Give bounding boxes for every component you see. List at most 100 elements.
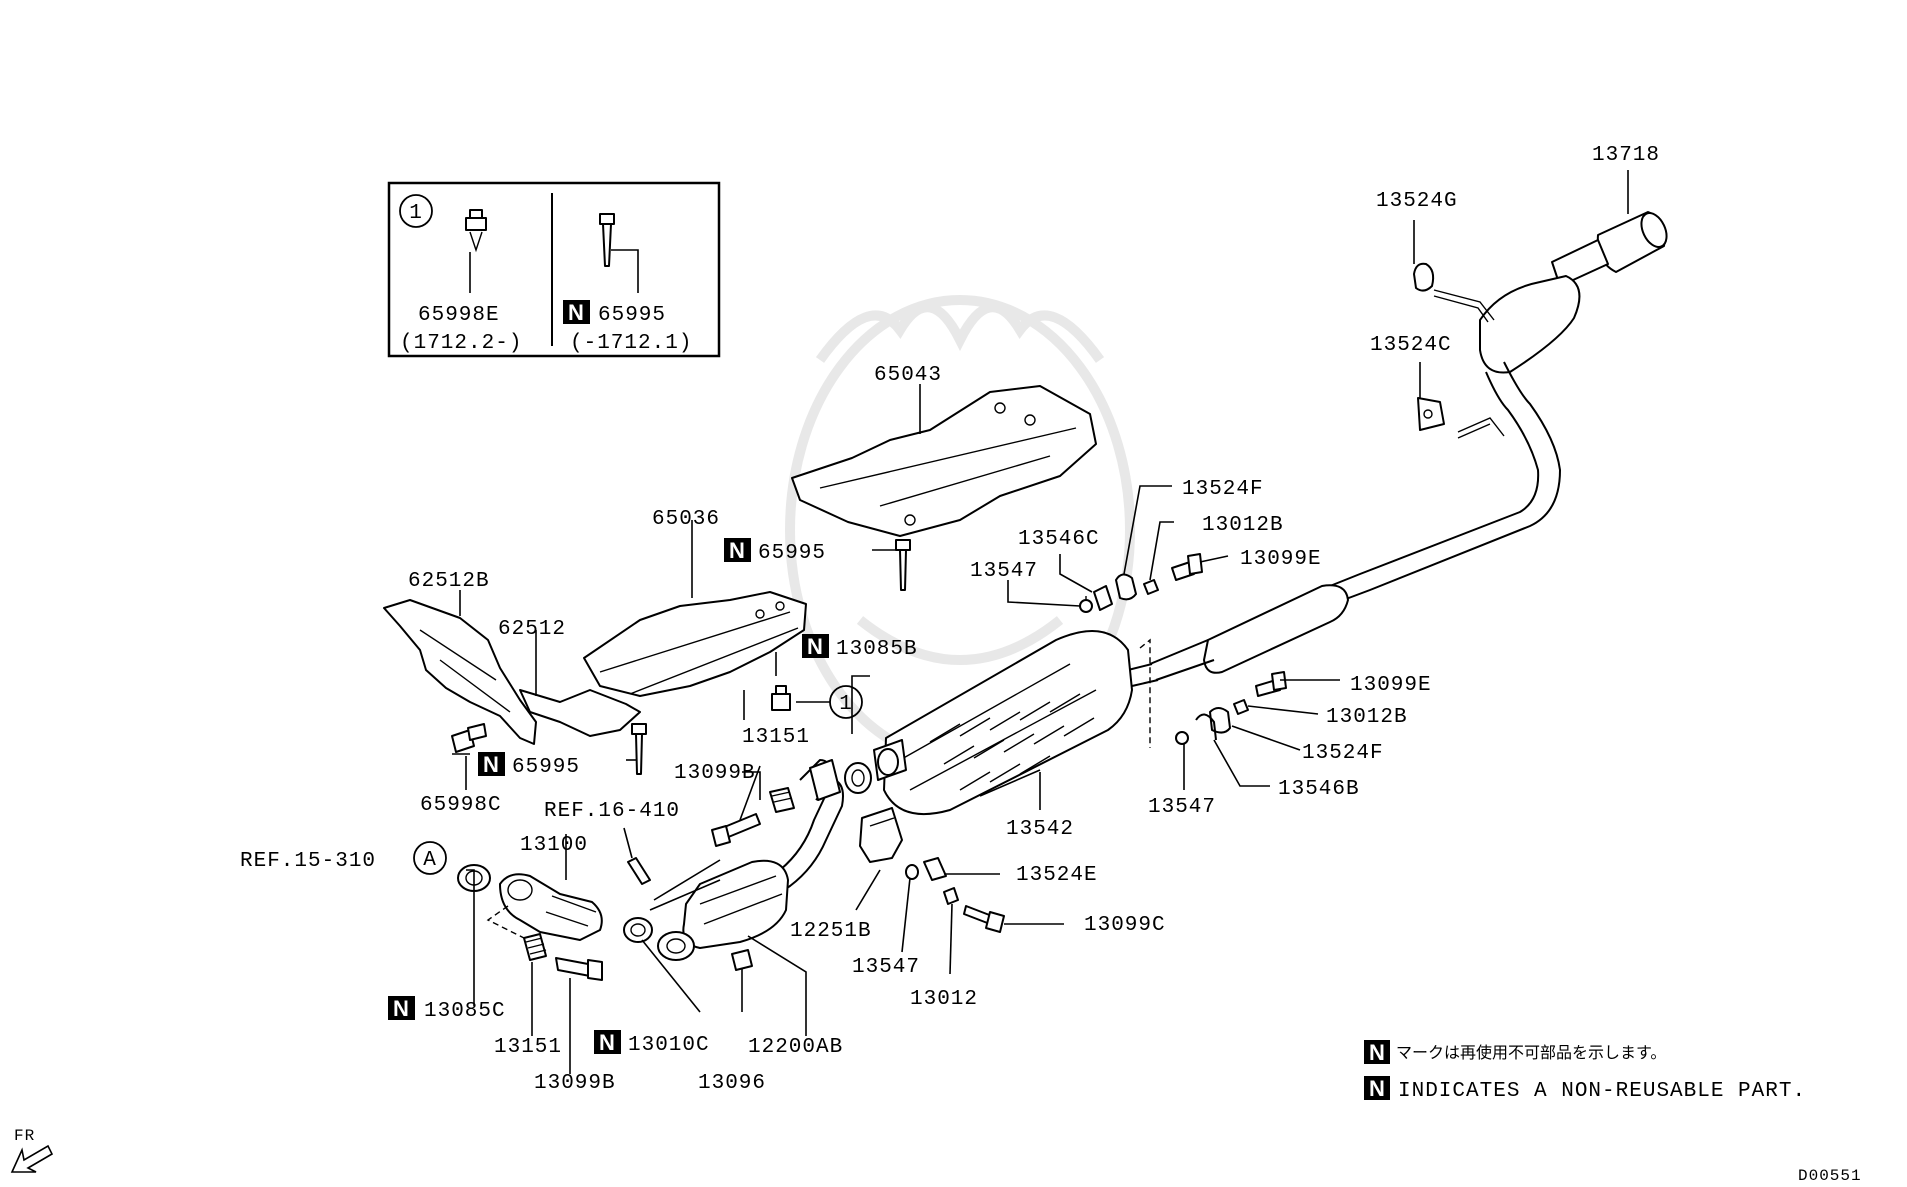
label-65043: 65043 xyxy=(874,364,942,387)
bolt-65998C xyxy=(451,723,487,753)
spring-13012B-top xyxy=(1143,579,1159,595)
washer-13547-mid xyxy=(905,864,919,880)
label-13151-top: 13151 xyxy=(742,726,810,749)
svg-text:N: N xyxy=(729,538,745,563)
legend: N マークは再使用不可部品を示します。 N INDICATES A NON-RE… xyxy=(1364,1040,1806,1103)
label-13547-top: 13547 xyxy=(970,560,1038,583)
inset-box: 1 65998E (1712.2-) N 65995 (-1712.1) xyxy=(387,181,721,358)
label-13085C: 13085C xyxy=(424,1000,506,1023)
label-13096: 13096 xyxy=(698,1072,766,1095)
svg-text:N: N xyxy=(483,752,499,777)
svg-text:N: N xyxy=(599,1030,615,1055)
label-13524E: 13524E xyxy=(1016,864,1098,887)
front-arrow-icon xyxy=(10,1144,54,1173)
heat-shield-12251B xyxy=(859,807,903,863)
label-13100: 13100 xyxy=(520,834,588,857)
hanger-13524E xyxy=(923,857,947,881)
svg-text:A: A xyxy=(423,849,437,872)
bolt-13099B-bot xyxy=(555,957,603,981)
spring-13151-bot xyxy=(523,933,547,961)
label-13012B-top: 13012B xyxy=(1202,514,1284,537)
inset-left-range: (1712.2-) xyxy=(400,332,522,355)
n-badge-13085B: N xyxy=(802,634,829,659)
heat-shield-65043 xyxy=(791,385,1097,537)
bolt-13099E-top xyxy=(1171,553,1203,581)
front-indicator: FR xyxy=(10,1127,54,1173)
label-13099E-top: 13099E xyxy=(1240,548,1322,571)
gasket-13085B xyxy=(844,762,872,794)
leader-lines xyxy=(452,170,1629,1074)
label-13547-right: 13547 xyxy=(1148,796,1216,819)
inset-right-range: (-1712.1) xyxy=(570,332,692,355)
n-badge-65995-mid: N xyxy=(724,538,751,563)
svg-text:N: N xyxy=(1369,1040,1385,1065)
washer-13547-top xyxy=(1079,599,1093,613)
label-ref-15-310: REF.15-310 xyxy=(240,850,376,873)
heat-shield-62512 xyxy=(519,689,641,737)
o2-sensor-ref xyxy=(627,857,651,885)
label-13524F-top: 13524F xyxy=(1182,478,1264,501)
label-13151-bot: 13151 xyxy=(494,1036,562,1059)
bracket-13546B xyxy=(1195,713,1217,741)
label-12251B: 12251B xyxy=(790,920,872,943)
flange-bolt-mid xyxy=(771,685,791,711)
legend-n-badge-en xyxy=(1364,1076,1390,1100)
long-bolt-icon xyxy=(599,213,615,267)
label-13546B: 13546B xyxy=(1278,778,1360,801)
label-13542: 13542 xyxy=(1006,818,1074,841)
fr-label: FR xyxy=(14,1127,35,1145)
label-13524G: 13524G xyxy=(1376,190,1458,213)
manifold-pipe-13100 xyxy=(499,873,603,941)
n-badge-13010C: N xyxy=(594,1030,621,1055)
legend-jp-text: マークは再使用不可部品を示します。 xyxy=(1396,1043,1666,1062)
n-badge-13085C: N xyxy=(388,996,415,1021)
heat-shield-62512B xyxy=(383,599,537,745)
bolt-13099C xyxy=(963,905,1005,933)
inset-circle-1 xyxy=(399,194,433,228)
front-pipe xyxy=(657,759,844,961)
inset-right-part: 65995 xyxy=(598,304,666,327)
label-65036: 65036 xyxy=(652,508,720,531)
heat-shield-65036 xyxy=(583,591,807,697)
label-13099C: 13099C xyxy=(1084,914,1166,937)
svg-text:N: N xyxy=(568,300,584,325)
label-65995-mid: 65995 xyxy=(758,542,826,565)
label-13010C: 13010C xyxy=(628,1034,710,1057)
spring-13012B-right xyxy=(1233,699,1249,715)
label-65998C: 65998C xyxy=(420,794,502,817)
inset-circle-1-label: 1 xyxy=(409,202,423,225)
rubber-hanger-13524C xyxy=(1417,397,1445,431)
circle-a-ref: A xyxy=(413,841,447,875)
label-13099B-top: 13099B xyxy=(674,762,756,785)
bolt-13099E-right xyxy=(1255,671,1287,697)
bolt-65995-left xyxy=(631,723,647,775)
circle-1-mid: 1 xyxy=(829,685,863,719)
bracket-13546C xyxy=(1093,585,1113,611)
part-labels: 13718 13524G 13524C 65043 13524F 13546C … xyxy=(240,144,1659,1095)
bolt-13099B-top xyxy=(711,813,761,847)
label-12200AB: 12200AB xyxy=(748,1036,843,1059)
label-13524C: 13524C xyxy=(1370,334,1452,357)
label-13099E-right: 13099E xyxy=(1350,674,1432,697)
inset-n-badge xyxy=(563,300,590,324)
flange-bolt-icon xyxy=(465,209,487,253)
svg-text:N: N xyxy=(1369,1076,1385,1101)
hanger-13524F-top xyxy=(1115,573,1137,601)
n-badge-65995-left: N xyxy=(478,752,505,777)
svg-text:1: 1 xyxy=(839,693,853,716)
rubber-hanger-13524G xyxy=(1413,262,1435,292)
label-13524F-right: 13524F xyxy=(1302,742,1384,765)
bolt-65995-mid xyxy=(895,539,911,591)
svg-text:N: N xyxy=(807,634,823,659)
washer-13547-right xyxy=(1175,731,1189,745)
center-pipe xyxy=(1127,584,1349,687)
inset-left-part: 65998E xyxy=(418,304,500,327)
label-13546C: 13546C xyxy=(1018,528,1100,551)
label-62512: 62512 xyxy=(498,618,566,641)
nut-13096 xyxy=(731,949,753,971)
legend-n-badge-jp xyxy=(1364,1040,1390,1064)
spring-13151-top xyxy=(769,787,795,813)
label-13547-mid: 13547 xyxy=(852,956,920,979)
label-ref-16-410: REF.16-410 xyxy=(544,800,680,823)
legend-en-text: INDICATES A NON-REUSABLE PART. xyxy=(1398,1080,1806,1103)
